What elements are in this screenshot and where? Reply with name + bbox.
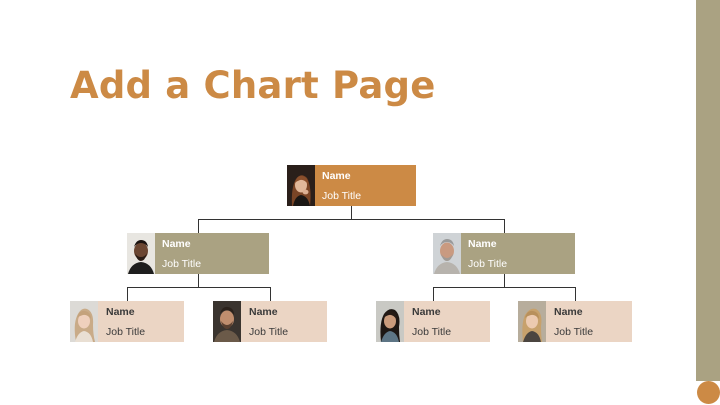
portrait-photo xyxy=(376,301,404,342)
portrait-photo xyxy=(518,301,546,342)
node-job-title: Job Title xyxy=(162,257,202,270)
node-name: Name xyxy=(412,305,441,318)
org-node-manager-2[interactable]: Name Job Title xyxy=(433,233,575,274)
corner-accent-circle xyxy=(697,381,720,404)
node-job-title: Job Title xyxy=(106,325,146,338)
node-job-title: Job Title xyxy=(468,257,508,270)
node-job-title: Job Title xyxy=(322,189,362,202)
node-name: Name xyxy=(249,305,278,318)
node-job-title: Job Title xyxy=(249,325,289,338)
org-node-report-1[interactable]: Name Job Title xyxy=(70,301,184,342)
org-node-report-4[interactable]: Name Job Title xyxy=(518,301,632,342)
node-name: Name xyxy=(554,305,583,318)
side-accent-bar xyxy=(696,0,720,381)
node-name: Name xyxy=(468,237,497,250)
slide-title: Add a Chart Page xyxy=(70,64,436,107)
node-name: Name xyxy=(106,305,135,318)
org-node-report-2[interactable]: Name Job Title xyxy=(213,301,327,342)
org-node-report-3[interactable]: Name Job Title xyxy=(376,301,490,342)
node-job-title: Job Title xyxy=(554,325,594,338)
node-name: Name xyxy=(322,169,351,182)
portrait-photo xyxy=(127,233,155,274)
portrait-photo xyxy=(433,233,461,274)
node-job-title: Job Title xyxy=(412,325,452,338)
portrait-photo xyxy=(213,301,241,342)
org-node-root[interactable]: Name Job Title xyxy=(287,165,416,206)
org-node-manager-1[interactable]: Name Job Title xyxy=(127,233,269,274)
node-name: Name xyxy=(162,237,191,250)
portrait-photo xyxy=(70,301,98,342)
portrait-photo xyxy=(287,165,315,206)
